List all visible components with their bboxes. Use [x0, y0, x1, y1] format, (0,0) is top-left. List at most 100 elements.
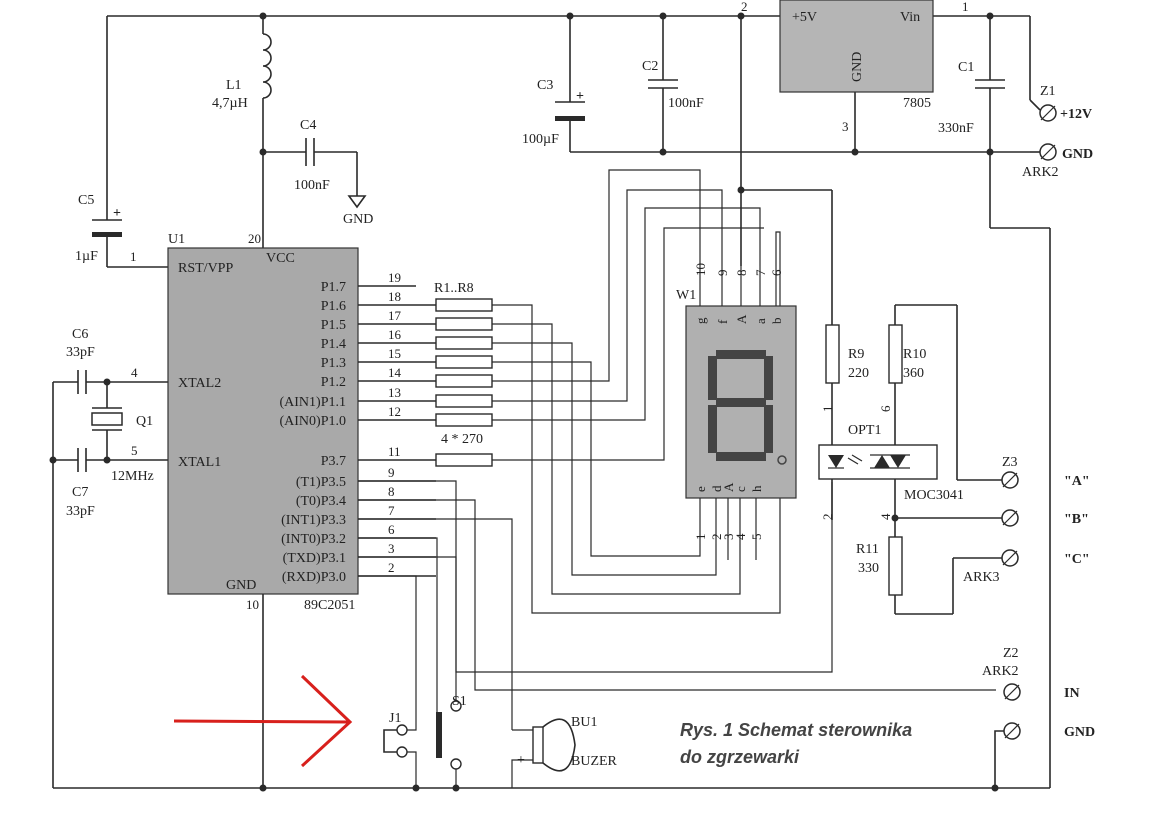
z1-name: Z1	[1040, 84, 1056, 99]
capacitor-c1: C1 330nF	[938, 16, 1005, 152]
u1-pin-label: (TXD)P3.1	[283, 551, 346, 566]
capacitor-c4: C4 100nF GND	[263, 118, 373, 227]
u1-gnd-pin: 10	[246, 597, 259, 612]
bu1-part: BUZER	[571, 754, 618, 769]
w1-bottom-letter: c	[733, 486, 748, 492]
resistor-r9: R9 220	[825, 324, 869, 445]
opt1-part: MOC3041	[904, 488, 964, 503]
u1-part: 89C2051	[304, 598, 355, 613]
u1-pin-label: P1.3	[321, 356, 346, 371]
l1-name: L1	[226, 78, 242, 93]
w1-top-letter: b	[769, 318, 784, 325]
opt1-name: OPT1	[848, 423, 881, 438]
resistor	[435, 336, 493, 350]
terminal-z1: Z1 +12V GND ARK2	[1022, 84, 1093, 180]
resistor	[435, 374, 493, 388]
u1-gnd: GND	[226, 578, 256, 593]
capacitor-c2: C2 100nF	[642, 16, 704, 152]
svg-text:+: +	[576, 89, 584, 104]
regulator-7805: +5V Vin GND 7805 2 1 3	[741, 0, 969, 134]
w1-top-letter: A	[734, 314, 749, 324]
u1-pin-number: 13	[388, 385, 401, 400]
red-arrow-annotation	[173, 674, 353, 768]
c7-value: 33pF	[66, 504, 95, 519]
u1-pin-number: 12	[388, 404, 401, 419]
reg-gnd-label: GND	[850, 52, 865, 82]
u1-pin-label: (INT0)P3.2	[281, 532, 346, 547]
r10-name: R10	[903, 347, 926, 362]
w1-bottom-num: 5	[749, 534, 764, 541]
u1-pin-label: P1.2	[321, 375, 346, 390]
oscillator: C6 33pF C7 33pF Q1 12MHz	[52, 327, 168, 788]
u1-xtal1-pin: 5	[131, 443, 138, 458]
capacitor-c5: + C5 1µF	[75, 16, 168, 268]
jumper-j1: J1	[383, 711, 417, 788]
u1-pin-number: 8	[388, 484, 395, 499]
opt1-pin4: 4	[878, 513, 893, 520]
u1-pin-label: P1.6	[321, 299, 346, 314]
resistor-bank: R1..R8 4 * 270	[434, 281, 493, 467]
mcu-u1: U1 20 VCC RST/VPP 1 XTAL2 4 XTAL1 5 GND …	[130, 231, 436, 788]
u1-pin-number: 15	[388, 346, 401, 361]
reg-plus5v-label: +5V	[792, 10, 817, 25]
u1-pin-number: 16	[388, 327, 402, 342]
bu1-name: BU1	[571, 715, 597, 730]
w1-top-letter: f	[715, 319, 730, 324]
u1-pin-label: (T0)P3.4	[296, 494, 346, 509]
j1-name: J1	[389, 711, 401, 726]
u1-pin-number: 14	[388, 365, 402, 380]
u1-xtal1: XTAL1	[178, 455, 221, 470]
u1-pin-label: (INT1)P3.3	[281, 513, 346, 528]
z2-name: Z2	[1003, 646, 1019, 661]
capacitor-c3: + C3 100µF	[522, 16, 585, 152]
c1-name: C1	[958, 60, 974, 75]
svg-text:+: +	[113, 206, 121, 221]
caption-line2: do zgrzewarki	[680, 747, 800, 767]
u1-pin-number: 7	[388, 503, 395, 518]
reg-pin3: 3	[842, 119, 849, 134]
display-wiring	[358, 16, 996, 730]
u1-rst-pin: 1	[130, 249, 137, 264]
w1-bottom-letter: A	[721, 482, 736, 492]
l1-value: 4,7µH	[212, 96, 248, 111]
reg-pin1: 1	[962, 0, 969, 14]
u1-pin-label: P1.4	[321, 337, 346, 352]
u1-pin-number: 19	[388, 270, 401, 285]
c6-name: C6	[72, 327, 88, 342]
resistor	[435, 298, 493, 312]
u1-pin-label: P1.5	[321, 318, 346, 333]
c6-value: 33pF	[66, 345, 95, 360]
opt1-pin1: 1	[820, 406, 835, 413]
z3-a: "A"	[1064, 474, 1090, 489]
w1-bottom-num: 2	[709, 534, 724, 541]
q1-value: 12MHz	[111, 469, 154, 484]
buzzer-bu1: + BU1 BUZER	[511, 715, 618, 788]
r10-value: 360	[903, 366, 924, 381]
w1-bottom-num: 3	[721, 534, 736, 541]
z2-in: IN	[1064, 686, 1080, 701]
r1r8-label: R1..R8	[434, 281, 474, 296]
u1-pin-number: 11	[388, 444, 401, 459]
w1-top-letter: g	[693, 317, 708, 324]
u1-pin-label: P3.7	[321, 454, 346, 469]
resistor	[435, 413, 493, 427]
r9-name: R9	[848, 347, 864, 362]
u1-pin-label: P1.7	[321, 280, 346, 295]
c3-name: C3	[537, 78, 553, 93]
c4-name: C4	[300, 118, 316, 133]
u1-vcc-pin: 20	[248, 231, 261, 246]
reg-part-label: 7805	[903, 96, 931, 111]
s1-name: S1	[452, 694, 467, 709]
w1-top-num: 7	[753, 269, 768, 276]
u1-xtal2: XTAL2	[178, 376, 221, 391]
c4-gnd: GND	[343, 212, 373, 227]
resistor	[435, 453, 493, 467]
resistor	[435, 394, 493, 408]
z1-type: ARK2	[1022, 165, 1059, 180]
r11-name: R11	[856, 542, 879, 557]
c2-value: 100nF	[668, 96, 704, 111]
u1-vcc: VCC	[266, 251, 295, 266]
